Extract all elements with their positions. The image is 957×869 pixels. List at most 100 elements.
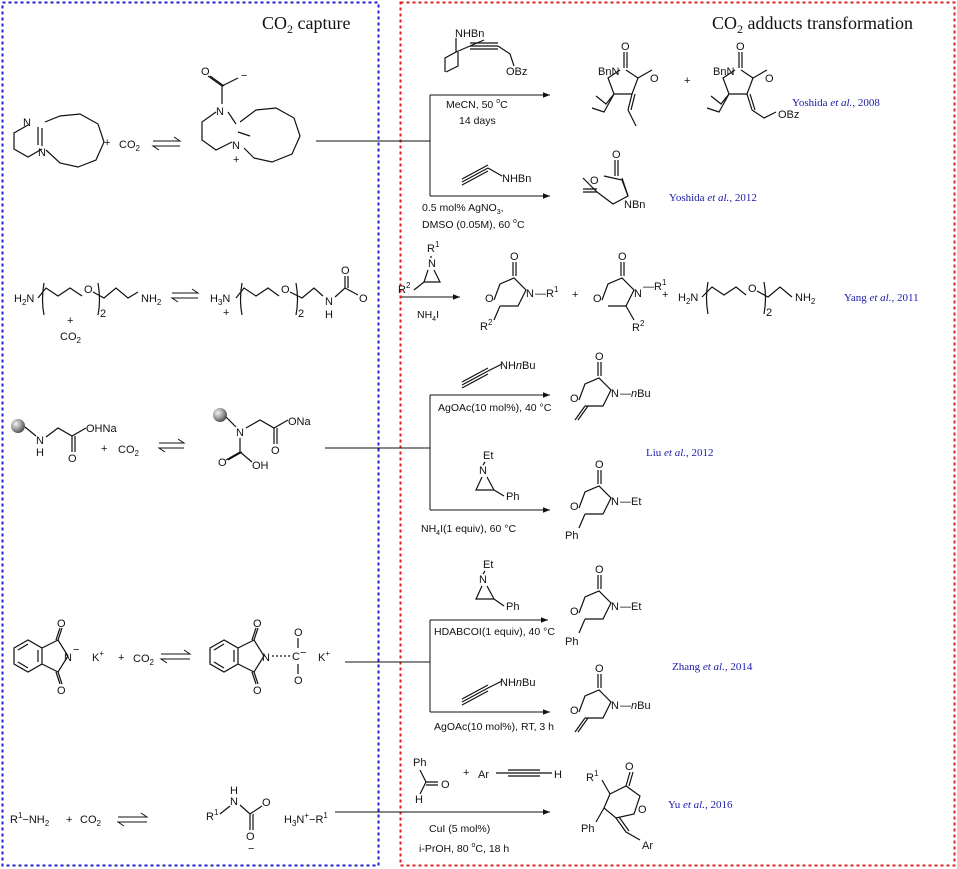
t6-p-ph: Ph <box>565 636 578 648</box>
t5-ph: Ph <box>506 491 519 503</box>
t8-p-carbonyl-o: O <box>625 761 634 773</box>
adduct-o: O <box>201 66 210 78</box>
adduct3-oh: OH <box>252 460 269 472</box>
diamine-nh2: NH2 <box>141 293 162 307</box>
t8-h2: H <box>554 769 562 781</box>
t3-p1-ring-o: O <box>485 293 494 305</box>
t1-p2-bnn: BnN <box>713 66 734 78</box>
t5-aziridine <box>475 461 505 497</box>
dbu-plus: + <box>104 137 110 149</box>
t1-p2-obz: OBz <box>778 109 799 121</box>
t8-o: O <box>441 779 450 791</box>
t8-ar: Ar <box>478 769 489 781</box>
adduct3-n: N <box>236 427 244 439</box>
t5-p-n: N <box>611 496 619 508</box>
adduct3-chain <box>245 419 289 444</box>
t6-n: N <box>479 574 487 586</box>
phthalimide-o2: O <box>57 685 66 697</box>
t7-p-ring-o: O <box>570 705 579 717</box>
t2-condition-2: DMSO (0.05M), 60 oC <box>422 218 525 231</box>
branch-zhang: Et N Ph HDABCOI(1 equiv), 40 °C O O N —E… <box>429 559 753 733</box>
glycinate-plus: + <box>101 443 107 455</box>
adduct4-c: C <box>292 651 300 663</box>
glycinate-co2: CO2 <box>118 444 140 458</box>
t8-condition-1: CuI (5 mol%) <box>429 823 490 835</box>
polymer-bead-1 <box>11 419 25 433</box>
carbamate-chain2 <box>289 287 324 299</box>
t1-plus: + <box>684 75 690 87</box>
t4-p-nbu: —nBu <box>620 388 651 400</box>
t3-aziridine <box>413 256 441 291</box>
t5-condition: NH4I(1 equiv), 60 °C <box>421 523 516 537</box>
diamine-o: O <box>84 284 93 296</box>
diamine-equilibrium-arrow <box>170 288 200 303</box>
dbu-n2: N <box>38 147 46 159</box>
t7-p-n: N <box>611 700 619 712</box>
diamine-chain1 <box>37 287 83 299</box>
t7-reagent-structure <box>461 680 503 706</box>
t1-product1-structure <box>591 52 653 127</box>
t5-et: Et <box>483 450 493 462</box>
t3-p3-repeat-n: 2 <box>766 307 772 319</box>
t3-p2-carbonyl-o: O <box>618 251 627 263</box>
adduct4-k: K+ <box>318 649 330 664</box>
diamine-h2n: H2N <box>14 293 34 307</box>
t2-condition-1: 0.5 mol% AgNO3, <box>422 202 504 216</box>
t2-reagent-structure <box>461 164 503 186</box>
t3-r1: R1 <box>427 240 440 255</box>
t6-p-et: —Et <box>620 601 641 613</box>
t3-p3-nh2: NH2 <box>795 292 816 306</box>
transform-panel-border <box>399 1 956 867</box>
t3-plus2: + <box>662 289 668 301</box>
t2-product-structure <box>582 160 629 205</box>
phthalimide-co2: CO2 <box>133 653 155 667</box>
t3-p1-n: N <box>526 288 534 300</box>
t3-p2-r2: R2 <box>632 319 645 334</box>
t3-p1-r1: —R1 <box>535 285 559 300</box>
ref-yang-2011: Yang et al., 2011 <box>844 292 919 304</box>
ref-yu-2016: Yu et al., 2016 <box>668 799 733 811</box>
t1-p1-bnn: BnN <box>598 66 619 78</box>
carbamate-o2: O <box>341 265 350 277</box>
carbamate5-bond1 <box>219 805 231 815</box>
t3-p2-r1: —R1 <box>643 278 667 293</box>
t3-p2-ring-o: O <box>593 293 602 305</box>
t7-p-carbonyl-o: O <box>595 663 604 675</box>
t1-p2-ring-o: O <box>765 73 774 85</box>
t1-p1-ring-o: O <box>650 73 659 85</box>
capture-row-amine: R1−NH2 + CO2 R1 N H O O − H3N+−R1 <box>10 785 328 855</box>
adduct4-o1: O <box>253 618 262 630</box>
adduct-n1: N <box>216 106 224 118</box>
dbu-n1: N <box>23 117 31 129</box>
t8-p-ph: Ph <box>581 823 594 835</box>
dbu-equilibrium-arrow <box>151 136 182 151</box>
t4-reagent-structure <box>461 363 503 389</box>
adduct-o-minus: − <box>241 70 247 82</box>
t6-p-n: N <box>611 601 619 613</box>
glycinate-chain <box>45 427 87 452</box>
t1-reagent-nhbn: NHBn <box>455 28 484 40</box>
adduct3-o2: O <box>218 457 227 469</box>
capture-row-glycinate: N H OHNa O + CO2 N ONa O O OH <box>11 408 430 472</box>
carbamate5-o-minus: O <box>246 831 255 843</box>
t8-product-structure <box>595 771 641 841</box>
diamine-repeat-n: 2 <box>100 308 106 320</box>
t8-alkyne <box>496 769 552 777</box>
t8-condition-2: i-PrOH, 80 oC, 18 h <box>419 842 509 855</box>
ref-yoshida-2008: Yoshida et al., 2008 <box>792 97 880 109</box>
t1-product2-structure <box>706 52 777 119</box>
t3-condition: NH4I <box>417 309 439 323</box>
t3-p1-r2: R2 <box>480 318 493 333</box>
t1-reagent-structure <box>444 38 515 73</box>
ref-yoshida-2012: Yoshida et al., 2012 <box>669 192 757 204</box>
amine-plus: + <box>66 814 72 826</box>
t8-aldehyde <box>419 769 438 795</box>
carbamate-repeat-n: 2 <box>298 308 304 320</box>
t4-reagent-nhnbu: NHnBu <box>500 360 535 372</box>
t3-r2: R2 <box>398 281 411 296</box>
t3-p1-carbonyl-o: O <box>510 251 519 263</box>
t3-p2-n: N <box>634 288 642 300</box>
phthalimide-equilibrium-arrow <box>159 649 192 664</box>
